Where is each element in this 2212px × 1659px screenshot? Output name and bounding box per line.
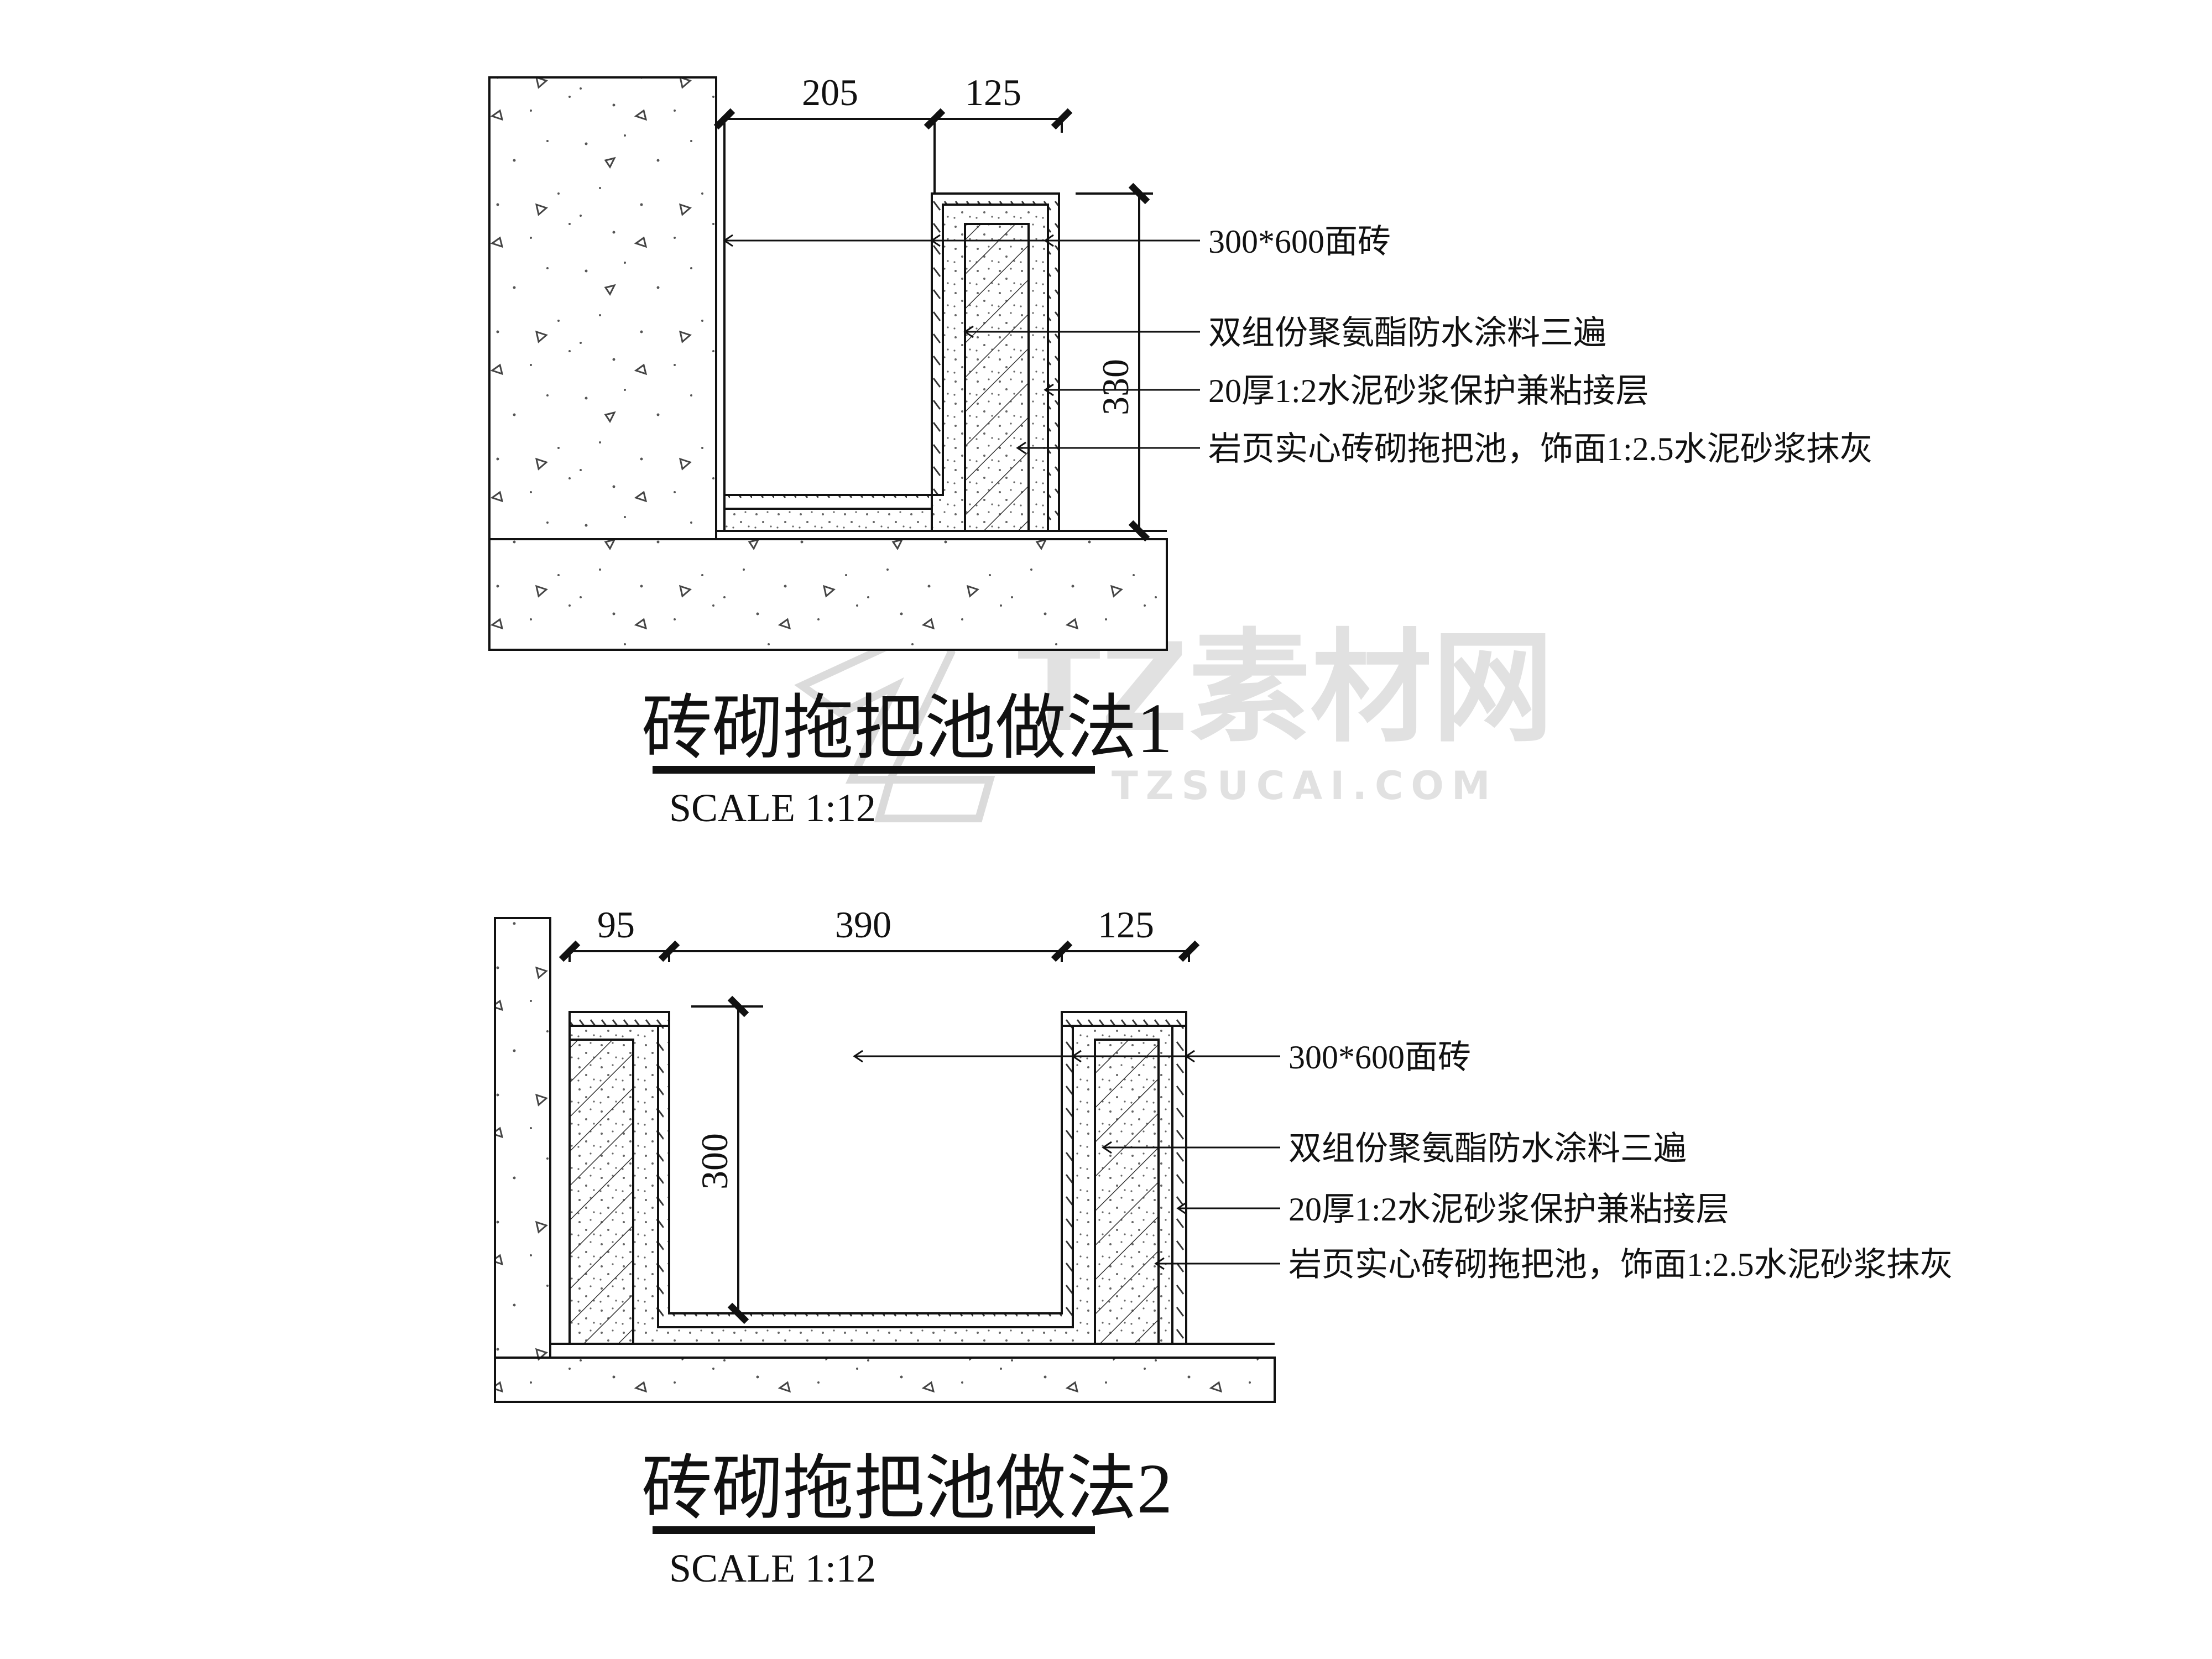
right-cap-tile-2 [1061,1011,1187,1027]
brick-core-right-2 [1094,1039,1160,1345]
note-1-mortar: 20厚1:2水泥砂浆保护兼粘接层 [1208,373,1649,409]
drawing-1: 205 125 330 300*600面砖 双组份聚氨酯防水涂料三遍 20厚1:… [488,71,1873,830]
dimension-top-1 [713,108,1073,194]
dim-2-b: 390 [835,904,891,946]
floor-slab-1 [488,538,1168,651]
pool-bottom-tile-1 [723,494,958,510]
note-2-mortar: 20厚1:2水泥砂浆保护兼粘接层 [1288,1191,1729,1228]
title-underline-1 [653,766,1095,774]
dim-1-a: 205 [802,71,858,113]
dim-1-b: 125 [965,71,1021,113]
note-1-waterproof: 双组份聚氨酯防水涂料三遍 [1208,315,1606,351]
left-cap-tile-2 [568,1011,670,1027]
note-1-tile: 300*600面砖 [1208,223,1391,260]
wall-concrete-1 [488,76,717,540]
dimension-top-2 [559,940,1200,962]
title-2: 砖砌拖把池做法2 [641,1449,1172,1528]
watermark-url: TZSUCAI.COM [1112,763,1498,808]
brick-core-1 [964,223,1030,532]
dim-2-a: 95 [597,904,635,946]
scale-2: SCALE 1:12 [669,1546,876,1590]
title-underline-2 [653,1526,1095,1534]
note-2-brick: 岩页实心砖砌拖把池，饰面1:2.5水泥砂浆抹灰 [1288,1246,1953,1283]
pool-bottom-mortar-1 [723,508,958,532]
note-2-waterproof: 双组份聚氨酯防水涂料三遍 [1288,1130,1687,1167]
leaders-1 [723,234,1200,455]
dimension-vertical-1 [1076,182,1153,542]
leaders-2 [853,1050,1280,1270]
floor-slab-2 [494,1357,1276,1403]
inner-tile-lining-2 [657,1025,1074,1328]
title-1: 砖砌拖把池做法1 [641,689,1172,768]
note-2-tile: 300*600面砖 [1288,1039,1471,1076]
wall-concrete-2 [494,917,551,1359]
scale-1: SCALE 1:12 [669,786,876,830]
dim-2-h: 300 [693,1133,735,1190]
note-1-brick: 岩页实心砖砌拖把池，饰面1:2.5水泥砂浆抹灰 [1208,431,1873,467]
dim-1-h: 330 [1094,359,1136,415]
brick-core-left-2 [568,1039,634,1345]
dimension-vertical-2 [691,995,763,1324]
dim-2-c: 125 [1098,904,1154,946]
drawing-2: 95 390 125 300 300*600面砖 双组份聚氨酯防水涂料三遍 20… [494,904,1953,1590]
